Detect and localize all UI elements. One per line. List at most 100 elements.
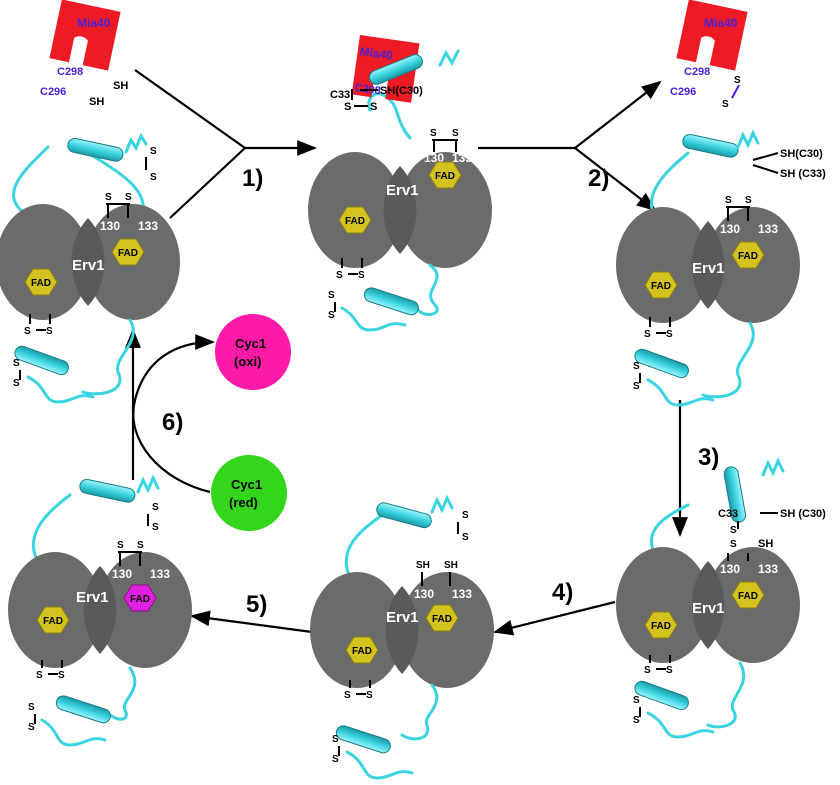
svg-text:S: S [462,532,469,543]
step-label-2: 2) [588,165,609,192]
svg-text:S: S [46,326,53,337]
svg-text:S: S [150,146,157,157]
svg-text:S: S [745,195,752,206]
cys-130-label: 130 [112,567,132,581]
svg-text:S: S [666,665,673,676]
svg-text:S: S [137,540,144,551]
sulfur-label: S [730,525,737,536]
svg-text:S: S [462,510,469,521]
erv1-label: Erv1 [76,589,109,606]
svg-text:S: S [332,754,339,765]
thiol-c30-label: SH(C30) [380,85,423,97]
arrow-6-cyc1-curve [132,334,215,494]
cyc1-oxidized: Cyc1 (oxi) [215,314,291,390]
step-label-6: 6) [162,409,183,436]
fad-label: FAD [130,594,150,605]
erv1-label: Erv1 [72,257,105,274]
svg-text:S: S [28,722,35,733]
arrow-4 [493,600,616,636]
sulfur-label: S [722,99,729,110]
arrow-2-to-mia40 [574,80,662,149]
sulfur-label: S [125,192,132,203]
svg-text:S: S [328,310,335,321]
cys-133-label: 133 [150,567,170,581]
svg-text:S: S [336,270,343,281]
sulfur-label: S [430,128,437,139]
thiol-sh-label: SH [758,538,773,550]
cys-c298-label: C298 [684,66,710,78]
erv1-dimer-state-d: C33 SH (C30) S S SH 130 133 FAD FAD Erv1… [616,457,826,739]
mia40-label: Mia40 [77,16,111,30]
fad-label: FAD [435,171,455,182]
thiol-c33-label: SH (C33) [780,168,826,180]
cys-c298-label: C298 [57,66,83,78]
sulfur-label: S [370,101,377,113]
erv1-label: Erv1 [386,609,419,626]
cyc1-state-label: (oxi) [234,354,261,369]
svg-text:S: S [644,329,651,340]
svg-text:S: S [150,172,157,183]
svg-text:S: S [366,690,373,701]
svg-text:S: S [28,702,35,713]
fad-label: FAD [31,278,51,289]
fad-label: FAD [43,616,63,627]
cys-130-label: 130 [100,219,120,233]
cys-c33-label: C33 [718,508,738,520]
fad-label: FAD [651,621,671,632]
sulfur-label: S [344,101,351,113]
cys-c296-label: C296 [40,86,66,98]
thiol-sh-label: SH [444,560,458,571]
thiol-sh-label: SH [416,560,430,571]
svg-text:S: S [633,361,640,372]
erv1-label: Erv1 [692,600,725,617]
cys-130-label: 130 [414,587,434,601]
cys-133-label: 133 [452,587,472,601]
cys-130-label: 130 [720,222,740,236]
cyc1-reduced: Cyc1 (red) [211,455,287,531]
fad-label: FAD [651,281,671,292]
erv1-dimer-state-b: Mia40 C298 C33 S S SH(C30) S S 130 133 F… [308,35,492,332]
svg-text:S: S [358,270,365,281]
svg-text:S: S [633,695,640,706]
cyc1-label: Cyc1 [235,336,266,351]
step-label-5: 5) [246,591,267,618]
arrow-2-to-erv1 [574,147,657,212]
mia40-label: Mia40 [704,16,738,30]
sulfur-label: S [730,539,737,550]
svg-text:S: S [152,502,159,513]
step-label-4: 4) [552,579,573,606]
step-label-1: 1) [242,165,263,192]
svg-text:S: S [633,381,640,392]
cys-c33-label: C33 [330,89,350,101]
fad-label: FAD [738,591,758,602]
step-label-3: 3) [698,444,719,471]
thiol-c30-label: SH (C30) [780,508,826,520]
arrow-1-from-erv1 [169,147,246,219]
svg-text:S: S [332,734,339,745]
svg-text:S: S [725,195,732,206]
svg-text:S: S [13,378,20,389]
fad-label: FAD [738,251,758,262]
thiol-c30-label: SH(C30) [780,148,823,160]
fad-label: FAD [432,614,452,625]
sulfur-label: S [734,75,741,86]
svg-text:S: S [36,670,43,681]
cys-133-label: 133 [758,222,778,236]
mia40-reduced: Mia40 C298 C296 SH SH [40,0,128,108]
cys-133-label: 133 [452,151,472,165]
thiol-sh-label: SH [89,96,104,108]
svg-text:S: S [633,715,640,726]
reaction-arrows [125,69,688,636]
cys-c296-label: C296 [670,86,696,98]
arrow-5 [190,610,313,634]
erv1-label: Erv1 [692,260,725,277]
svg-text:S: S [644,665,651,676]
thiol-sh-label: SH [113,80,128,92]
sulfur-label: S [452,128,459,139]
svg-text:S: S [58,670,65,681]
fad-label: FAD [118,248,138,259]
